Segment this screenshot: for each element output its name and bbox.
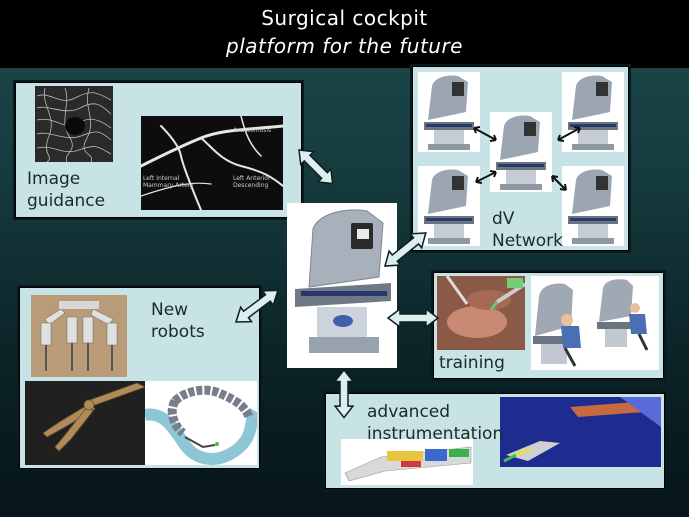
texture-image bbox=[35, 86, 113, 162]
robot-arms-image bbox=[31, 295, 127, 377]
robots-label-2: robots bbox=[151, 322, 205, 342]
robots-panel: New robots bbox=[17, 285, 262, 471]
angio-label-5: Descending bbox=[233, 182, 269, 189]
training-panel: training bbox=[431, 270, 666, 381]
robots-label-1: New bbox=[151, 300, 189, 320]
angio-label-2: Left Internal bbox=[143, 175, 180, 182]
arrow-robots bbox=[229, 282, 285, 330]
angio-label-4: Left Anterior bbox=[233, 175, 271, 182]
instrumentation-label-2: instrumentation bbox=[367, 424, 504, 444]
texture-pattern bbox=[35, 86, 113, 162]
instrument-tip-image bbox=[25, 381, 145, 465]
training-sim-drawing bbox=[437, 276, 525, 350]
trainee-consoles-image bbox=[531, 276, 659, 370]
network-consoles bbox=[418, 72, 624, 246]
central-console-panel bbox=[287, 203, 397, 368]
central-console-drawing bbox=[287, 203, 397, 368]
training-label: training bbox=[439, 353, 505, 373]
network-label-2: Network bbox=[492, 231, 563, 251]
network-arrows bbox=[473, 126, 581, 191]
instrument-render-right-drawing bbox=[500, 397, 661, 467]
snake-instrument-image bbox=[145, 381, 257, 465]
instrument-tip-drawing bbox=[25, 381, 145, 465]
arrow-image-guidance bbox=[291, 142, 340, 191]
title-bar: Surgical cockpit platform for the future bbox=[0, 0, 689, 68]
angio-label-1: Anastomosis bbox=[233, 127, 271, 134]
arrow-network bbox=[378, 225, 433, 274]
angio-label-3: Mammary Artery bbox=[143, 182, 194, 189]
slide-subtitle: platform for the future bbox=[226, 34, 463, 58]
network-panel: dV Network bbox=[410, 64, 631, 253]
image-guidance-label-2: guidance bbox=[27, 191, 106, 211]
training-sim-image bbox=[437, 276, 525, 350]
arrow-training bbox=[387, 308, 439, 328]
robot-arms-drawing bbox=[31, 295, 127, 377]
image-guidance-label-1: Image bbox=[27, 169, 81, 189]
instrument-render-left bbox=[341, 439, 473, 485]
trainee-consoles-drawing bbox=[531, 276, 659, 370]
angiogram-image: Anastomosis Left Internal Mammary Artery… bbox=[141, 116, 283, 210]
instrument-render-right bbox=[500, 397, 661, 467]
snake-instrument-drawing bbox=[145, 381, 257, 465]
instrument-render-left-drawing bbox=[341, 439, 473, 485]
angiogram-vessels: Anastomosis Left Internal Mammary Artery… bbox=[141, 116, 283, 210]
instrumentation-panel: advanced instrumentation bbox=[323, 391, 667, 491]
instrumentation-label-1: advanced bbox=[367, 402, 451, 422]
slide-title: Surgical cockpit bbox=[261, 6, 428, 30]
arrow-instrumentation bbox=[334, 369, 354, 419]
network-label-1: dV bbox=[492, 209, 515, 229]
